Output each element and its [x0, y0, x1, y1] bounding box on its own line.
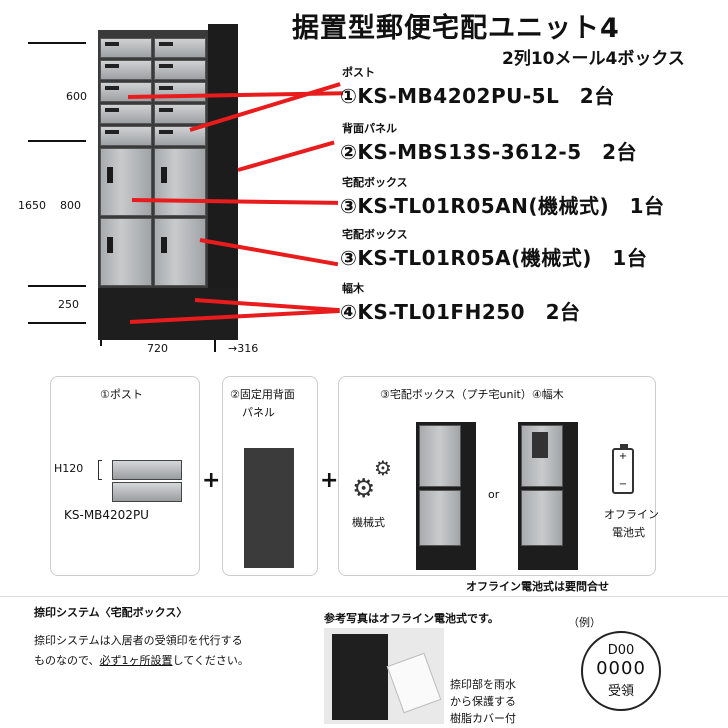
delivery-box-door — [100, 148, 152, 216]
dim-316: →316 — [228, 342, 259, 355]
part-label-box-1: 宅配ボックス — [342, 176, 408, 189]
mailbox-slot — [100, 60, 152, 80]
dim-250: 250 — [58, 298, 79, 311]
mechanical-label: 機械式 — [352, 516, 385, 529]
panel-title-1: ②固定用背面 — [230, 388, 295, 401]
dim-tick-w-right — [214, 338, 216, 352]
cabinet-illustration — [98, 24, 238, 340]
dim-800: 800 — [60, 199, 81, 212]
dim-720: 720 — [147, 342, 168, 355]
dim-600: 600 — [66, 90, 87, 103]
or-label: or — [488, 488, 500, 501]
cabinet-side — [208, 24, 238, 340]
box-title: ③宅配ボックス（プチ宅unit）④幅木 — [380, 388, 564, 401]
photo-caption-3: 樹脂カバー付 — [450, 712, 516, 725]
battery-icon: +− — [612, 444, 634, 494]
part-label-post: ポスト — [342, 66, 375, 79]
delivery-box-door — [100, 218, 152, 286]
dim-tick-box — [28, 285, 86, 287]
part-label-panel: 背面パネル — [342, 122, 397, 135]
mailbox-slot — [154, 82, 206, 102]
offline-label-2: 電池式 — [612, 526, 645, 539]
mailbox-slot — [100, 82, 152, 102]
offline-note: オフライン電池式は要問合せ — [466, 580, 609, 593]
pointer-line — [237, 140, 335, 172]
mailbox-slot — [100, 104, 152, 124]
skirting-base — [98, 288, 238, 340]
part-label-box-2: 宅配ボックス — [342, 228, 408, 241]
example-label: （例） — [568, 616, 601, 629]
reference-photo — [324, 628, 444, 724]
page-title: 据置型郵便宅配ユニット4 — [292, 13, 620, 44]
photo-note: 参考写真はオフライン電池式です。 — [324, 612, 499, 625]
post-model-label: KS-MB4202PU — [64, 508, 149, 522]
delivery-box-door — [154, 218, 206, 286]
stamp-system-line2: ものなので、必ず1ヶ所設置してください。 — [34, 654, 249, 667]
battery-box-image — [518, 422, 578, 570]
dim-tick-mail — [28, 140, 86, 142]
height-bracket — [98, 460, 102, 480]
mailbox-slot — [100, 38, 152, 58]
part-model-box-1: ③KS-TL01R05AN(機械式) 1台 — [340, 194, 665, 218]
post-title: ①ポスト — [100, 388, 143, 401]
plus-sign: + — [320, 468, 339, 493]
part-label-skirting: 幅木 — [342, 282, 364, 295]
gear-icon: ⚙ — [352, 474, 376, 504]
component-frame-post — [50, 376, 200, 576]
delivery-box-door — [154, 148, 206, 216]
post-unit-image — [112, 482, 182, 502]
mailbox-slot — [154, 60, 206, 80]
gear-icon: ⚙ — [374, 456, 392, 480]
stamp-system-title: 捺印システム〈宅配ボックス〉 — [34, 606, 188, 619]
post-height-label: H120 — [54, 462, 84, 475]
stamp-system-line1: 捺印システムは入居者の受領印を代行する — [34, 634, 243, 647]
mailbox-slot — [100, 126, 152, 146]
part-model-skirting: ④KS-TL01FH250 2台 — [340, 300, 581, 324]
part-model-post: ①KS-MB4202PU-5L 2台 — [340, 84, 615, 108]
part-model-box-2: ③KS-TL01R05A(機械式) 1台 — [340, 246, 648, 270]
mechanical-box-image — [416, 422, 476, 570]
part-model-panel: ②KS-MBS13S-3612-5 2台 — [340, 140, 638, 164]
stamp-example: D00 0000 受領 — [581, 631, 661, 711]
post-unit-image — [112, 460, 182, 480]
mailbox-slot — [154, 38, 206, 58]
stamp-number: 0000 — [596, 658, 646, 679]
dim-tick-top — [28, 42, 86, 44]
component-frame-box — [338, 376, 656, 576]
page-subtitle: 2列10メール4ボックス — [502, 49, 685, 69]
stamp-code: D00 — [607, 643, 635, 658]
dim-1650: 1650 — [18, 199, 46, 212]
stamp-text: 受領 — [607, 684, 634, 699]
panel-title-2: パネル — [242, 406, 275, 419]
mailbox-slot — [154, 104, 206, 124]
photo-caption-2: から保護する — [450, 695, 516, 708]
back-panel-image — [244, 448, 294, 568]
component-frame-panel — [222, 376, 318, 576]
photo-caption-1: 捺印部を雨水 — [450, 678, 516, 691]
plus-sign: + — [202, 468, 221, 493]
section-divider — [0, 596, 728, 597]
dim-tick-bottom — [28, 322, 86, 324]
offline-label-1: オフライン — [604, 508, 659, 521]
